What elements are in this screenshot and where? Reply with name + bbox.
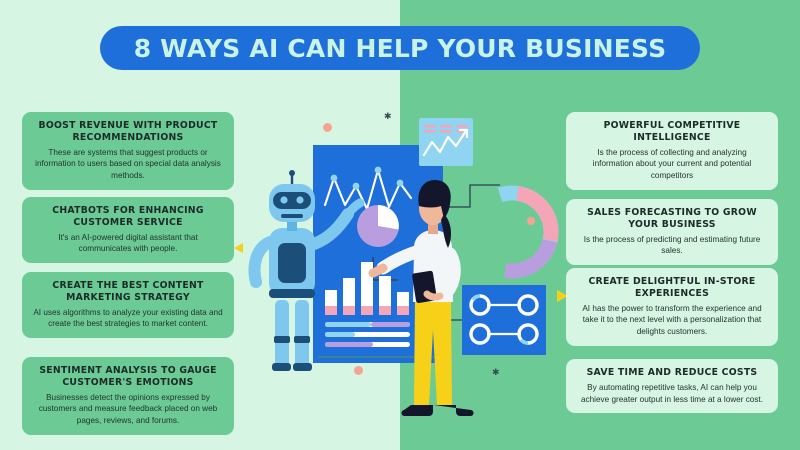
card-body: Businesses detect the opinions expressed… — [38, 392, 218, 426]
line-chart-marker — [396, 179, 404, 187]
trend-chart-card — [419, 118, 473, 166]
info-card-chatbots[interactable]: CHATBOTS FOR ENHANCING CUSTOMER SERVICE … — [22, 197, 234, 264]
decor-dot — [354, 366, 363, 375]
card-body: By automating repetitive tasks, AI can h… — [580, 382, 764, 404]
decor-sparkle: ✱ — [384, 112, 392, 122]
card-title: SAVE TIME AND REDUCE COSTS — [586, 367, 758, 378]
card-body: It's an AI-powered digital assistant tha… — [58, 232, 198, 254]
page-title: 8 WAYS AI CAN HELP YOUR BUSINESS — [133, 33, 667, 63]
card-body: These are systems that suggest products … — [35, 147, 221, 181]
line-chart-marker — [330, 174, 338, 182]
decor-sparkle: ✱ — [492, 368, 500, 378]
card-title: POWERFUL COMPETITIVE INTELLIGENCE — [603, 120, 741, 143]
card-title: SALES FORECASTING TO GROW YOUR BUSINESS — [587, 207, 757, 230]
decor-dot — [323, 123, 332, 132]
card-title: CREATE THE BEST CONTENT MARKETING STRATE… — [52, 280, 204, 303]
decor-dot — [527, 217, 535, 225]
businesswoman-character — [368, 180, 474, 417]
ai-robot-character — [248, 170, 365, 371]
yellow-triangle-right — [557, 290, 568, 302]
info-card-boost-revenue[interactable]: BOOST REVENUE WITH PRODUCT RECOMMENDATIO… — [22, 112, 234, 190]
card-body: Is the process of collecting and analyzi… — [592, 147, 752, 181]
yellow-triangle-left — [234, 243, 243, 253]
card-title: CREATE DELIGHTFUL IN-STORE EXPERIENCES — [588, 276, 756, 299]
board-progress-bars — [325, 322, 410, 347]
line-chart-marker — [374, 166, 382, 174]
donut-chart — [465, 185, 559, 279]
info-card-save-time[interactable]: SAVE TIME AND REDUCE COSTS By automating… — [566, 359, 778, 414]
main-title-banner: 8 WAYS AI CAN HELP YOUR BUSINESS — [100, 26, 700, 70]
info-card-in-store-experiences[interactable]: CREATE DELIGHTFUL IN-STORE EXPERIENCES A… — [566, 268, 778, 346]
card-body: AI has the power to transform the experi… — [582, 303, 762, 337]
info-card-competitive-intelligence[interactable]: POWERFUL COMPETITIVE INTELLIGENCE Is the… — [566, 112, 778, 190]
card-title: BOOST REVENUE WITH PRODUCT RECOMMENDATIO… — [38, 120, 218, 143]
connector-line-donut — [443, 184, 500, 208]
info-card-content-marketing[interactable]: CREATE THE BEST CONTENT MARKETING STRATE… — [22, 272, 234, 339]
card-title: SENTIMENT ANALYSIS TO GAUGE CUSTOMER'S E… — [39, 365, 217, 388]
info-card-sales-forecasting[interactable]: SALES FORECASTING TO GROW YOUR BUSINESS … — [566, 199, 778, 266]
card-body: Is the process of predicting and estimat… — [583, 234, 761, 256]
line-chart-marker — [352, 182, 360, 190]
board-pie-chart — [357, 205, 399, 247]
card-body: AI uses algorithms to analyze your exist… — [33, 307, 223, 329]
node-diagram — [462, 285, 546, 355]
info-card-sentiment-analysis[interactable]: SENTIMENT ANALYSIS TO GAUGE CUSTOMER'S E… — [22, 357, 234, 435]
card-title: CHATBOTS FOR ENHANCING CUSTOMER SERVICE — [52, 205, 204, 228]
